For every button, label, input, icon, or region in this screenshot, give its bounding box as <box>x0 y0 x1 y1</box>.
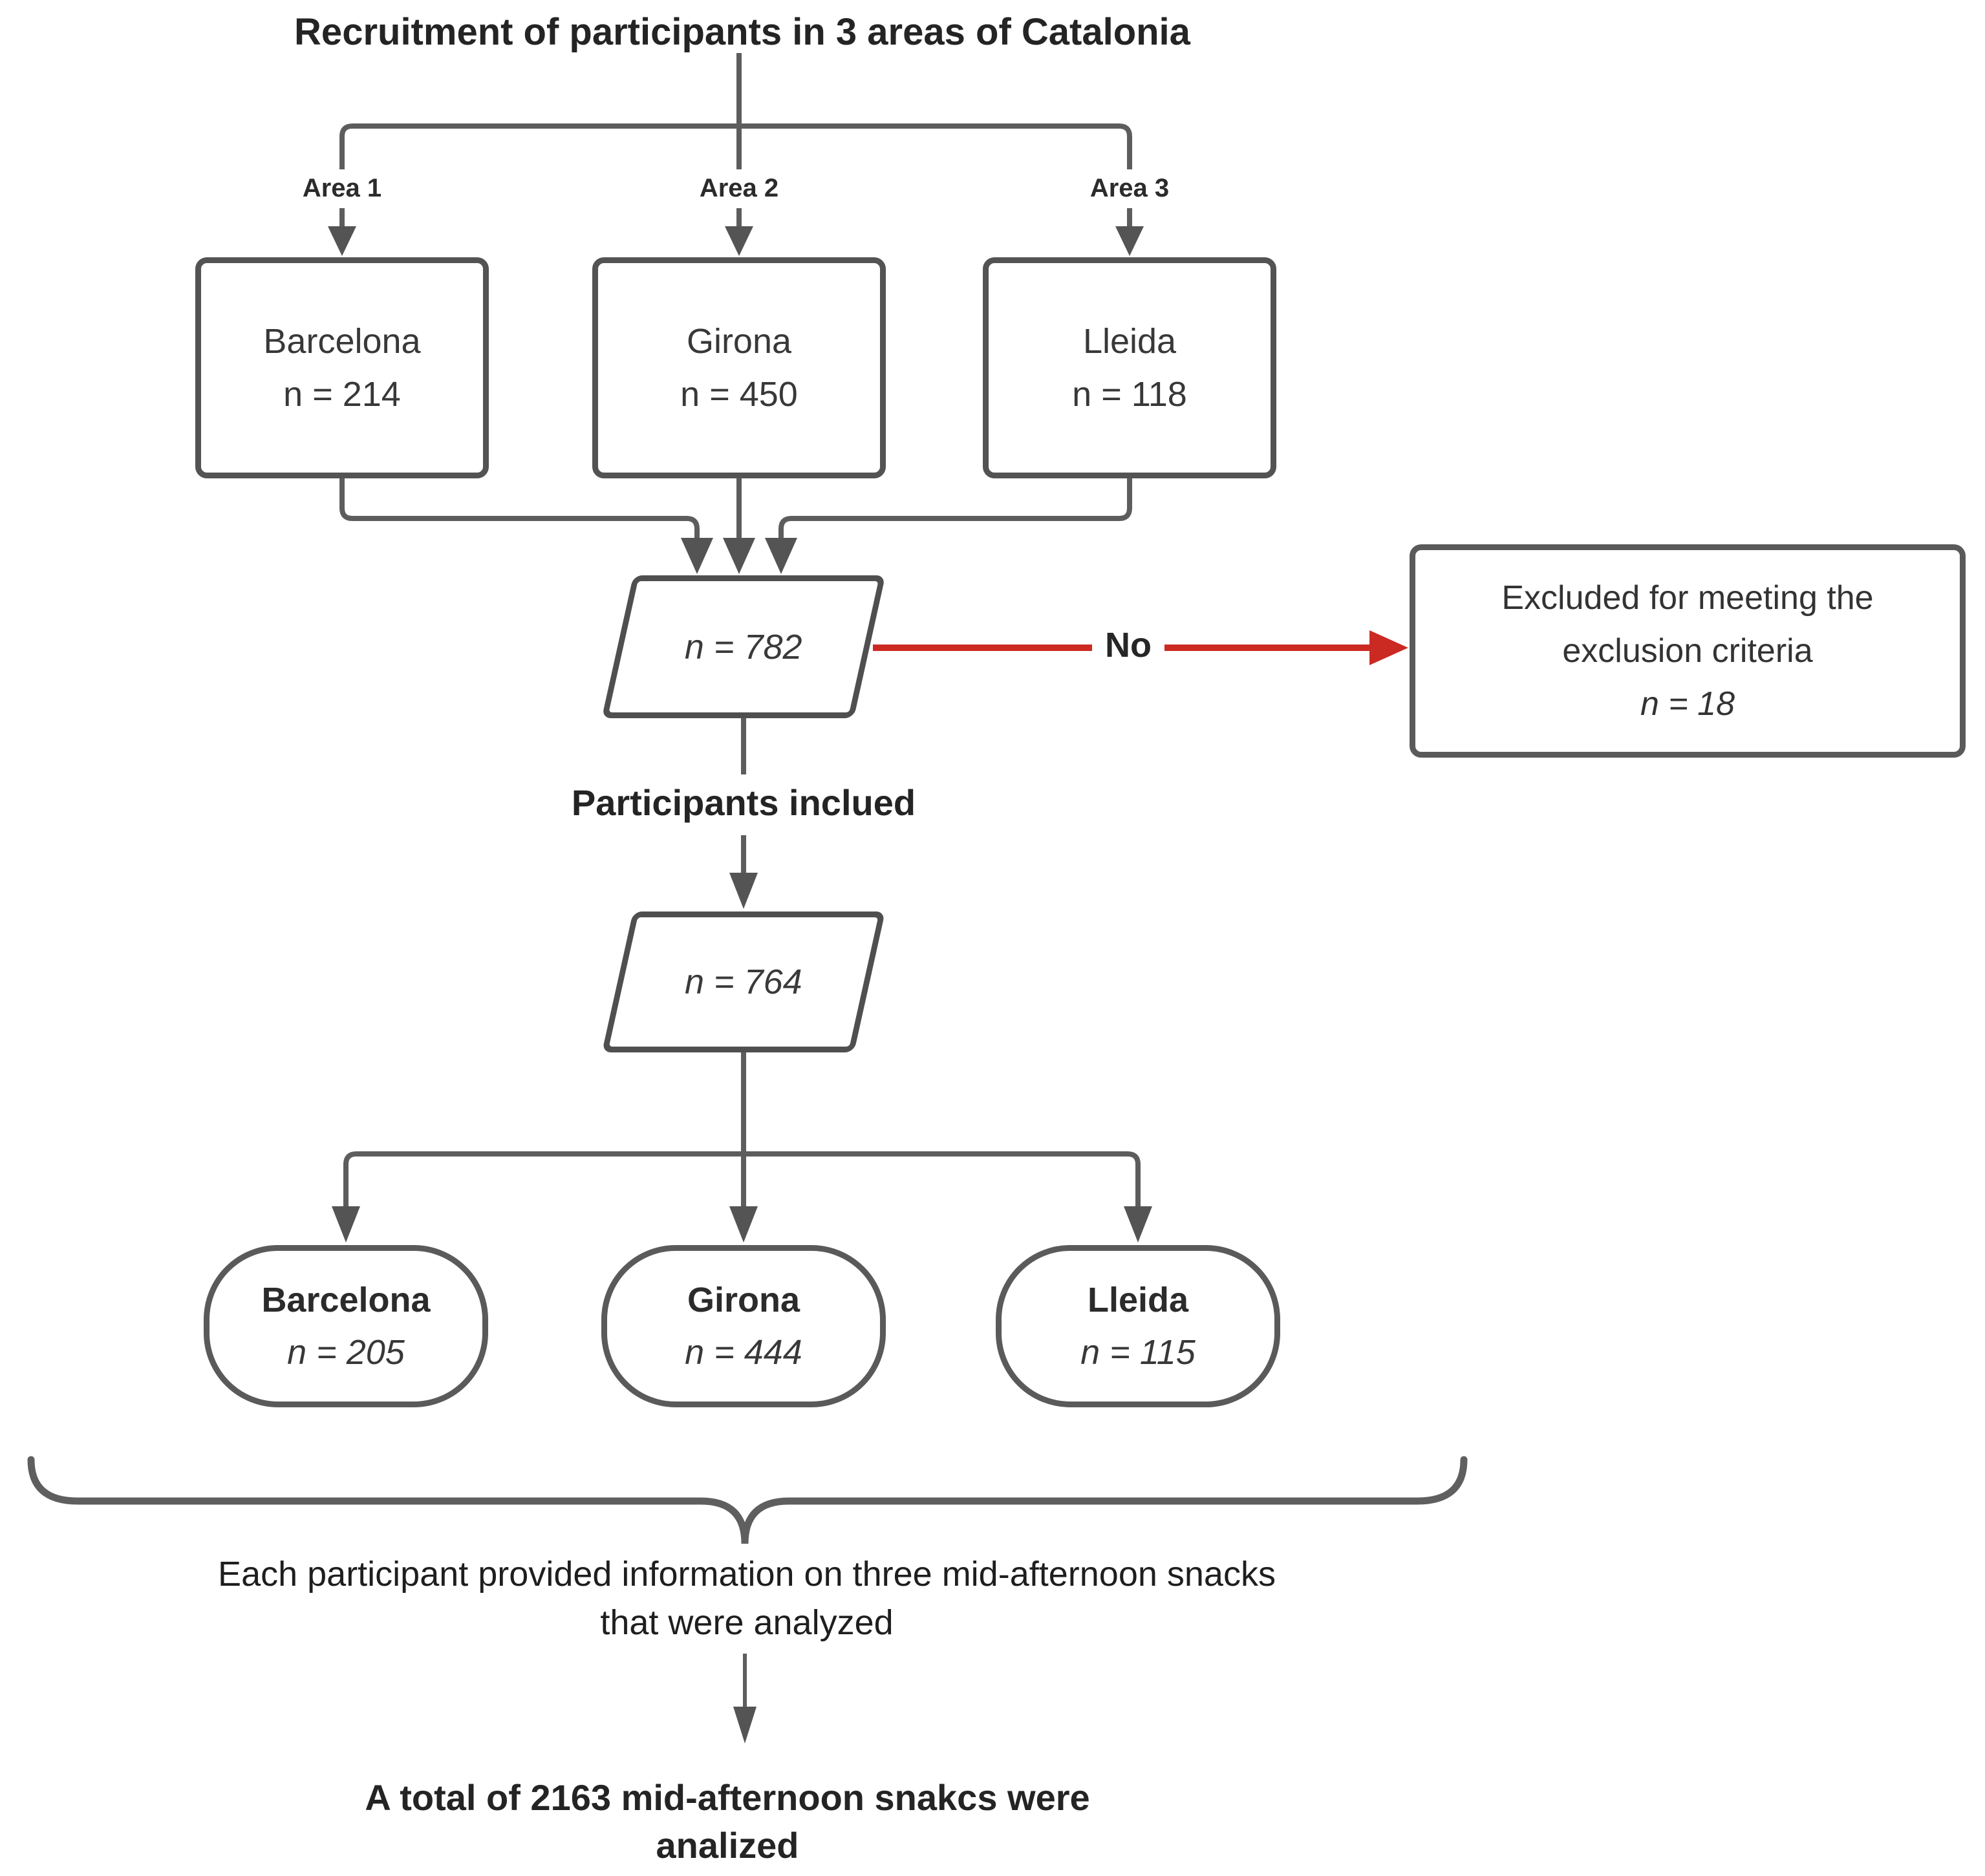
box-city-label: Lleida <box>1082 321 1177 361</box>
recruit-box-barcelona: Barcelona n = 214 <box>195 257 489 478</box>
area3-arrowhead-icon <box>1115 226 1144 256</box>
total-line-2: analized <box>656 1824 799 1866</box>
included-n-value: n = 764 <box>685 963 802 1001</box>
lower-branch-connector <box>343 1151 1141 1208</box>
area2-arrowhead-icon <box>725 226 753 256</box>
box-n-value: n = 214 <box>283 375 401 414</box>
included-parallelogram: n = 764 <box>601 911 886 1052</box>
excluded-line-1: Excluded for meeting the <box>1501 579 1874 617</box>
box-city-label: Barcelona <box>263 321 421 361</box>
brace-note: Each participant provided information on… <box>74 1550 1419 1647</box>
merge-arrowhead-center-icon <box>723 538 755 574</box>
box-n-value: n = 450 <box>680 375 798 414</box>
pill-n-value: n = 115 <box>1080 1332 1196 1372</box>
city-pill-lleida: Lleida n = 115 <box>996 1245 1280 1407</box>
pill-arrowhead-right-icon <box>1124 1206 1152 1242</box>
excluded-line-2: exclusion criteria <box>1562 632 1813 670</box>
area-label-1: Area 1 <box>245 171 439 206</box>
box-city-label: Girona <box>686 321 792 361</box>
screened-n-value: n = 782 <box>685 627 802 666</box>
city-pill-girona: Girona n = 444 <box>601 1245 886 1407</box>
note-line-1: Each participant provided information on… <box>218 1555 1276 1594</box>
total-arrowhead-icon <box>733 1707 756 1743</box>
excluded-box: Excluded for meeting the exclusion crite… <box>1410 544 1966 758</box>
top-branch-connector <box>339 123 1132 169</box>
brace-icon <box>27 1456 1468 1544</box>
barcelona-merge-connector <box>339 478 700 539</box>
area-label-2: Area 2 <box>642 171 836 206</box>
city-pill-barcelona: Barcelona n = 205 <box>204 1245 488 1407</box>
pill-n-value: n = 205 <box>287 1332 405 1372</box>
note-line-2: that were analyzed <box>600 1603 894 1642</box>
area1-arrowhead-icon <box>328 226 356 256</box>
pill-n-value: n = 444 <box>685 1332 802 1372</box>
page-title: Recruitment of participants in 3 areas o… <box>294 10 1190 53</box>
total-note: A total of 2163 mid-afternoon snakcs wer… <box>210 1771 1245 1871</box>
area-label-3: Area 3 <box>1033 171 1227 206</box>
merge-arrowhead-left-icon <box>681 538 713 574</box>
total-line-1: A total of 2163 mid-afternoon snakcs wer… <box>365 1776 1090 1818</box>
recruit-box-girona: Girona n = 450 <box>592 257 886 478</box>
screened-parallelogram: n = 782 <box>601 575 886 718</box>
red-arrowhead-icon <box>1369 630 1408 665</box>
excluded-n-value: n = 18 <box>1640 685 1735 723</box>
pill-arrowhead-left-icon <box>332 1206 360 1242</box>
pill-city-label: Barcelona <box>261 1280 431 1319</box>
included-arrowhead-icon <box>729 873 758 909</box>
pill-city-label: Lleida <box>1087 1280 1189 1319</box>
no-label: No <box>1092 624 1164 666</box>
pill-arrowhead-center-icon <box>729 1206 758 1242</box>
lleida-merge-connector <box>778 478 1132 539</box>
included-heading: Participants inclued <box>571 782 916 823</box>
merge-arrowhead-right-icon <box>765 538 797 574</box>
recruit-box-lleida: Lleida n = 118 <box>983 257 1276 478</box>
pill-city-label: Girona <box>687 1280 800 1319</box>
box-n-value: n = 118 <box>1072 375 1187 414</box>
